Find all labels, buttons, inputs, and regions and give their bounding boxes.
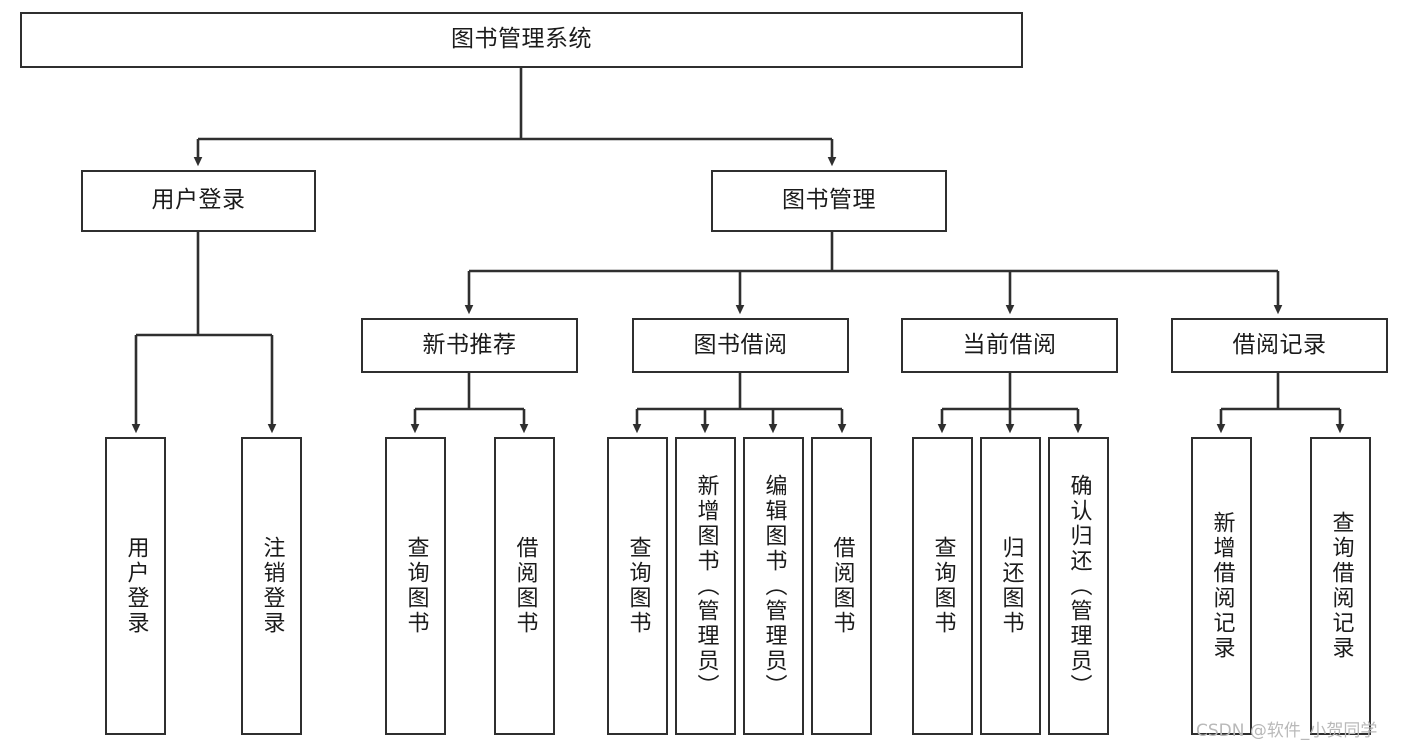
node-label: 图书借阅: [693, 331, 788, 358]
node-label: 查询图书: [930, 536, 956, 636]
node-root-book-management-system[interactable]: 图书管理系统: [20, 12, 1023, 68]
node-user-login[interactable]: 用户登录: [81, 170, 316, 232]
node-book-management[interactable]: 图书管理: [711, 170, 947, 232]
node-borrow-record[interactable]: 借阅记录: [1171, 318, 1388, 373]
node-book-borrow[interactable]: 图书借阅: [632, 318, 849, 373]
leaf-node-query-book-current[interactable]: 查询图书: [912, 437, 973, 735]
node-label: 确认归还（管理员）: [1066, 473, 1092, 699]
leaf-node-add-book[interactable]: 新增图书（管理员）: [675, 437, 736, 735]
node-label: 新增借阅记录: [1209, 511, 1235, 661]
leaf-node-return-book[interactable]: 归还图书: [980, 437, 1041, 735]
leaf-node-query-book-recommend[interactable]: 查询图书: [385, 437, 446, 735]
leaf-node-edit-book[interactable]: 编辑图书（管理员）: [743, 437, 804, 735]
node-label: 查询图书: [403, 536, 429, 636]
node-label: 查询借阅记录: [1328, 511, 1354, 661]
leaf-node-user-login[interactable]: 用户登录: [105, 437, 166, 735]
node-label: 查询图书: [625, 536, 651, 636]
leaf-node-borrow-book[interactable]: 借阅图书: [811, 437, 872, 735]
leaf-node-logout[interactable]: 注销登录: [241, 437, 302, 735]
watermark-csdn: CSDN @软件_小贺同学: [1196, 721, 1378, 741]
node-label: 编辑图书（管理员）: [761, 473, 787, 699]
node-label: 借阅图书: [829, 536, 855, 636]
node-label: 归还图书: [998, 536, 1024, 636]
node-label: 新书推荐: [422, 331, 517, 358]
node-current-borrow[interactable]: 当前借阅: [901, 318, 1118, 373]
node-new-book-recommend[interactable]: 新书推荐: [361, 318, 578, 373]
node-label: 当前借阅: [962, 331, 1057, 358]
node-label: 用户登录: [123, 536, 149, 636]
leaf-node-query-book-borrow[interactable]: 查询图书: [607, 437, 668, 735]
node-label: 图书管理: [782, 187, 876, 214]
node-label: 图书管理系统: [451, 26, 592, 53]
node-label: 新增图书（管理员）: [693, 473, 719, 699]
node-label: 借阅图书: [512, 536, 538, 636]
leaf-node-query-borrow-record[interactable]: 查询借阅记录: [1310, 437, 1371, 735]
leaf-node-borrow-book-recommend[interactable]: 借阅图书: [494, 437, 555, 735]
node-label: 用户登录: [151, 187, 246, 214]
leaf-node-add-borrow-record[interactable]: 新增借阅记录: [1191, 437, 1252, 735]
node-label: 注销登录: [259, 536, 285, 636]
leaf-node-confirm-return[interactable]: 确认归还（管理员）: [1048, 437, 1109, 735]
node-label: 借阅记录: [1232, 331, 1327, 358]
